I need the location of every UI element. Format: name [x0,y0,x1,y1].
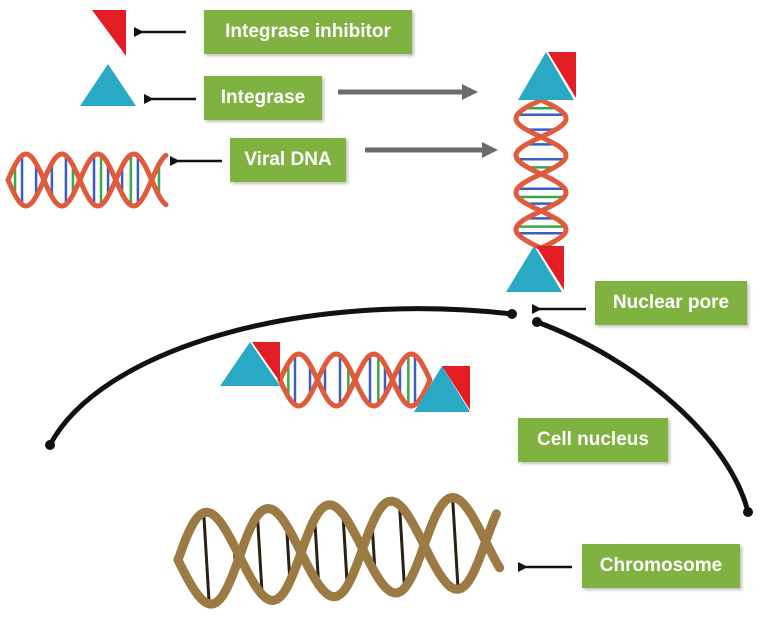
integrase-inhibitor-pair-right [414,366,470,412]
integrase-dna-complex-icon [513,97,569,251]
membrane-end-dot [743,507,753,517]
integrase-inhibitor-icon [92,10,126,56]
viral-dna-icon [5,151,169,209]
integrase-inhibitor-label: Integrase inhibitor [204,10,412,54]
integrase-inhibitor-pair-left [220,342,280,386]
chromosome-label: Chromosome [582,544,740,588]
viral-dna-label: Viral DNA [230,138,346,182]
membrane-end-dot [45,440,55,450]
integrase-label: Integrase [204,76,322,120]
cell-nucleus-label: Cell nucleus [518,418,668,462]
nuclear-membrane-left-icon [47,306,515,448]
membrane-end-dot [532,317,542,327]
chromosome-icon [173,492,505,609]
integrase-inhibitor-pair-top [518,52,576,100]
integrated-complex-icon [277,351,433,409]
membrane-end-dot [507,309,517,319]
integrase-icon [80,64,136,106]
nuclear-pore-label: Nuclear pore [595,281,747,325]
integrase-inhibitor-pair-bottom [506,246,564,292]
nuclear-membrane-right-icon [534,319,751,515]
